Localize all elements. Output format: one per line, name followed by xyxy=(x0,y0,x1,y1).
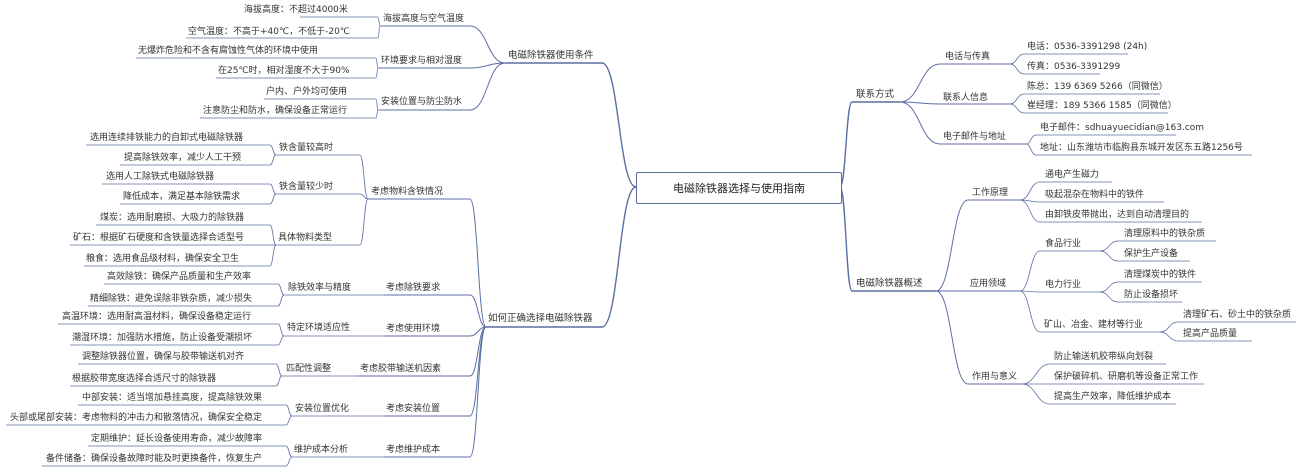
leaf-email[interactable]: 电子邮件：sdhuayuecidian@163.com xyxy=(1040,123,1205,133)
node-environment-use[interactable]: 考虑使用环境 xyxy=(386,324,441,334)
leaf-width[interactable]: 根据胶带宽度选择合适尺寸的除铁器 xyxy=(72,374,217,384)
branch-usage-conditions[interactable]: 电磁除铁器使用条件 xyxy=(508,50,594,61)
leaf-food-1[interactable]: 清理原料中的铁杂质 xyxy=(1124,229,1206,239)
node-power[interactable]: 电力行业 xyxy=(1045,280,1082,290)
leaf-grain[interactable]: 粮食：选用食品级材料，确保安全卫生 xyxy=(86,254,240,264)
leaf-iron-low-2[interactable]: 降低成本，满足基本除铁需求 xyxy=(123,192,241,202)
node-conveyor[interactable]: 考虑胶带输送机因素 xyxy=(360,364,442,374)
node-environment-sub[interactable]: 特定环境适应性 xyxy=(287,323,351,333)
leaf-address[interactable]: 地址：山东潍坊市临朐县东城开发区东五路1256号 xyxy=(1040,143,1243,153)
node-install-pos[interactable]: 考虑安装位置 xyxy=(386,404,441,414)
leaf-dust-water[interactable]: 注意防尘和防水，确保设备正常运行 xyxy=(203,106,348,116)
node-removal-sub[interactable]: 除铁效率与精度 xyxy=(288,283,352,293)
leaf-efficient[interactable]: 高效除铁：确保产品质量和生产效率 xyxy=(107,272,252,282)
leaf-gas[interactable]: 无爆炸危险和不含有腐蚀性气体的环境中使用 xyxy=(138,46,319,56)
leaf-fine[interactable]: 精细除铁：避免误除非铁杂质，减少损失 xyxy=(90,294,253,304)
leaf-ore[interactable]: 矿石：根据矿石硬度和含铁量选择合适型号 xyxy=(73,233,245,243)
leaf-coal[interactable]: 煤炭：选用耐磨损、大吸力的除铁器 xyxy=(100,213,245,223)
node-application[interactable]: 应用领域 xyxy=(970,279,1007,289)
leaf-temperature[interactable]: 空气温度：不高于+40℃，不低于-20℃ xyxy=(188,27,350,37)
node-iron-low[interactable]: 铁含量较少时 xyxy=(279,182,334,192)
leaf-principle-3[interactable]: 由卸铁皮带抛出，达到自动清理目的 xyxy=(1045,210,1190,220)
leaf-fax[interactable]: 传真：0536-3391299 xyxy=(1027,62,1121,72)
leaf-iron-low-1[interactable]: 选用人工除铁式电磁除铁器 xyxy=(106,172,215,182)
node-removal-req[interactable]: 考虑除铁要求 xyxy=(386,283,441,293)
node-altitude-temp[interactable]: 海拔高度与空气温度 xyxy=(383,14,465,24)
node-iron-high[interactable]: 铁含量较高时 xyxy=(279,143,334,153)
root-title: 电磁除铁器选择与使用指南 xyxy=(673,182,805,195)
leaf-humidity[interactable]: 在25℃时，相对湿度不大于90% xyxy=(218,66,350,76)
node-principle[interactable]: 工作原理 xyxy=(972,188,1009,198)
branch-contact[interactable]: 联系方式 xyxy=(856,89,895,100)
leaf-food-2[interactable]: 保护生产设备 xyxy=(1124,249,1179,259)
leaf-spare[interactable]: 备件储备：确保设备故障时能及时更换备件，恢复生产 xyxy=(46,454,263,464)
leaf-iron-high-2[interactable]: 提高除铁效率，减少人工干预 xyxy=(124,153,242,163)
leaf-chen[interactable]: 陈总：139 6369 5266（同微信） xyxy=(1027,82,1168,92)
branch-how-to-choose[interactable]: 如何正确选择电磁除铁器 xyxy=(488,313,593,324)
leaf-head-tail[interactable]: 头部或尾部安装：考虑物料的冲击力和散落情况，确保安全稳定 xyxy=(10,413,263,423)
leaf-position[interactable]: 调整除铁器位置，确保与胶带输送机对齐 xyxy=(82,352,245,362)
leaf-middle[interactable]: 中部安装：适当增加悬挂高度，提高除铁效果 xyxy=(82,393,263,403)
leaf-iron-high-1[interactable]: 选用连续排铁能力的自卸式电磁除铁器 xyxy=(90,133,244,143)
node-mining[interactable]: 矿山、冶金、建材等行业 xyxy=(1044,320,1144,330)
leaf-mining-1[interactable]: 清理矿石、砂土中的铁杂质 xyxy=(1183,310,1292,320)
node-install-sub[interactable]: 安装位置优化 xyxy=(295,404,350,414)
leaf-mining-2[interactable]: 提高产品质量 xyxy=(1183,329,1238,339)
leaf-cui[interactable]: 崔经理：189 5366 1585（同微信） xyxy=(1027,101,1177,111)
leaf-principle-1[interactable]: 通电产生磁力 xyxy=(1045,170,1100,180)
node-maintenance-sub[interactable]: 维护成本分析 xyxy=(294,445,349,455)
node-maintenance[interactable]: 考虑维护成本 xyxy=(386,445,441,455)
node-iron-content[interactable]: 考虑物料含铁情况 xyxy=(371,187,444,197)
node-people[interactable]: 联系人信息 xyxy=(943,93,989,103)
leaf-high-temp[interactable]: 高温环境：选用耐高温材料，确保设备稳定运行 xyxy=(62,312,252,322)
leaf-indoor-outdoor[interactable]: 户内、户外均可使用 xyxy=(266,87,348,97)
leaf-power-1[interactable]: 清理煤炭中的铁件 xyxy=(1124,270,1197,280)
leaf-regular[interactable]: 定期维护：延长设备使用寿命，减少故障率 xyxy=(91,434,263,444)
root-topic[interactable]: 电磁除铁器选择与使用指南 xyxy=(636,172,842,204)
leaf-power-2[interactable]: 防止设备损坏 xyxy=(1124,290,1179,300)
node-material-type[interactable]: 具体物料类型 xyxy=(278,233,333,243)
node-environment[interactable]: 环境要求与相对湿度 xyxy=(381,56,463,66)
leaf-principle-2[interactable]: 吸起混杂在物料中的铁件 xyxy=(1045,190,1145,200)
node-conveyor-sub[interactable]: 匹配性调整 xyxy=(286,364,332,374)
node-email-addr[interactable]: 电子邮件与地址 xyxy=(943,132,1007,142)
leaf-phone[interactable]: 电话：0536-3391298 (24h) xyxy=(1027,42,1148,52)
node-food[interactable]: 食品行业 xyxy=(1045,239,1082,249)
leaf-humid[interactable]: 潮湿环境：加强防水措施，防止设备受潮损坏 xyxy=(72,333,253,343)
leaf-altitude[interactable]: 海拔高度：不超过4000米 xyxy=(244,5,348,15)
leaf-significance-1[interactable]: 防止输送机胶带纵向划裂 xyxy=(1054,352,1154,362)
branch-overview[interactable]: 电磁除铁器概述 xyxy=(856,278,923,289)
node-phone-fax[interactable]: 电话与传真 xyxy=(945,52,991,62)
leaf-significance-3[interactable]: 提高生产效率，降低维护成本 xyxy=(1054,392,1172,402)
node-installation[interactable]: 安装位置与防尘防水 xyxy=(381,97,463,107)
leaf-significance-2[interactable]: 保护破碎机、研磨机等设备正常工作 xyxy=(1054,372,1199,382)
node-significance[interactable]: 作用与意义 xyxy=(972,372,1018,382)
